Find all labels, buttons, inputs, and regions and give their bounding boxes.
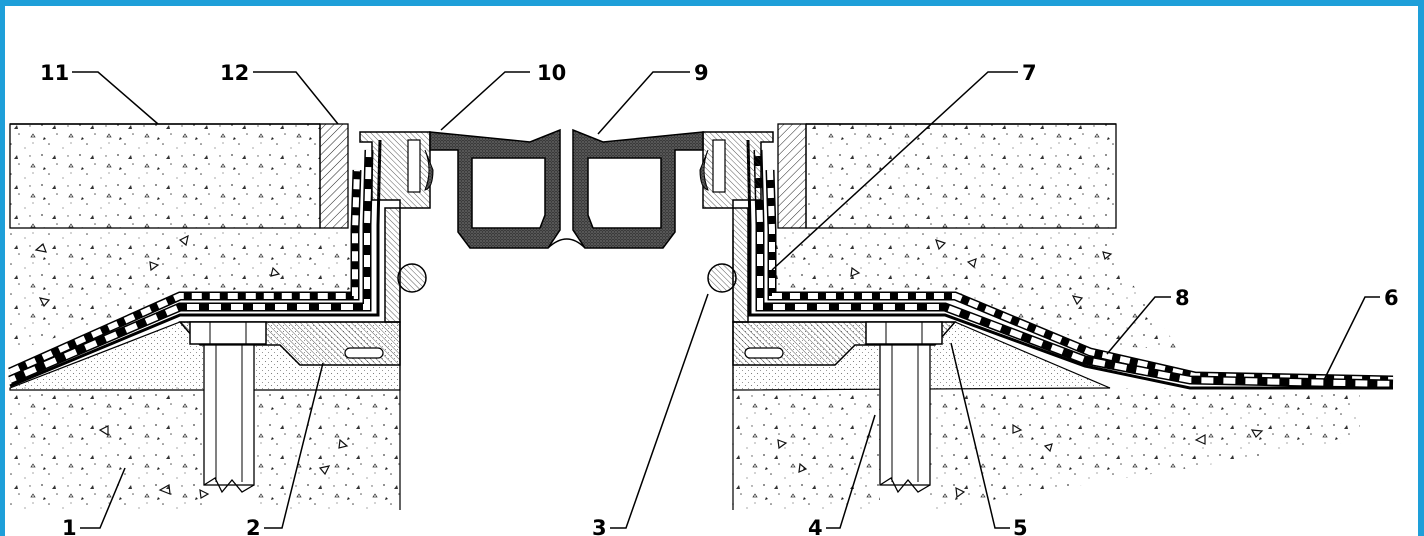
callout-labels: 11 12 10 9 7 8 6 1 2 3 4 5 bbox=[40, 61, 1399, 536]
callouts bbox=[72, 71, 1380, 529]
leader-11 bbox=[72, 71, 159, 125]
leader-10 bbox=[440, 71, 530, 131]
topping-slab bbox=[9, 123, 1117, 229]
structural-concrete bbox=[10, 230, 1360, 510]
leader-5 bbox=[950, 342, 1010, 529]
rubber-seal bbox=[407, 128, 726, 249]
callout-6: 6 bbox=[1384, 286, 1399, 310]
callout-2: 2 bbox=[246, 516, 261, 536]
callout-4: 4 bbox=[808, 516, 823, 536]
edge-block bbox=[319, 123, 807, 229]
waterproof-membrane-left bbox=[8, 139, 382, 388]
callout-11: 11 bbox=[40, 61, 69, 85]
leader-8 bbox=[1106, 296, 1171, 355]
leader-1 bbox=[80, 467, 126, 529]
leader-3 bbox=[610, 293, 709, 529]
leader-4 bbox=[826, 414, 876, 529]
leader-6 bbox=[1323, 296, 1380, 381]
leader-12 bbox=[253, 71, 339, 125]
leader-7 bbox=[771, 71, 1018, 271]
callout-9: 9 bbox=[694, 61, 709, 85]
callout-10: 10 bbox=[537, 61, 566, 85]
waterproof-membrane-right bbox=[746, 139, 1394, 390]
leader-2 bbox=[264, 362, 324, 529]
anchor-bolt-right bbox=[865, 321, 943, 494]
callout-7: 7 bbox=[1022, 61, 1037, 85]
anchor-bolt-left bbox=[189, 321, 267, 494]
callout-8: 8 bbox=[1175, 286, 1190, 310]
leader-9 bbox=[597, 71, 690, 135]
callout-12: 12 bbox=[220, 61, 249, 85]
callout-1: 1 bbox=[62, 516, 77, 536]
callout-3: 3 bbox=[592, 516, 607, 536]
callout-5: 5 bbox=[1013, 516, 1028, 536]
